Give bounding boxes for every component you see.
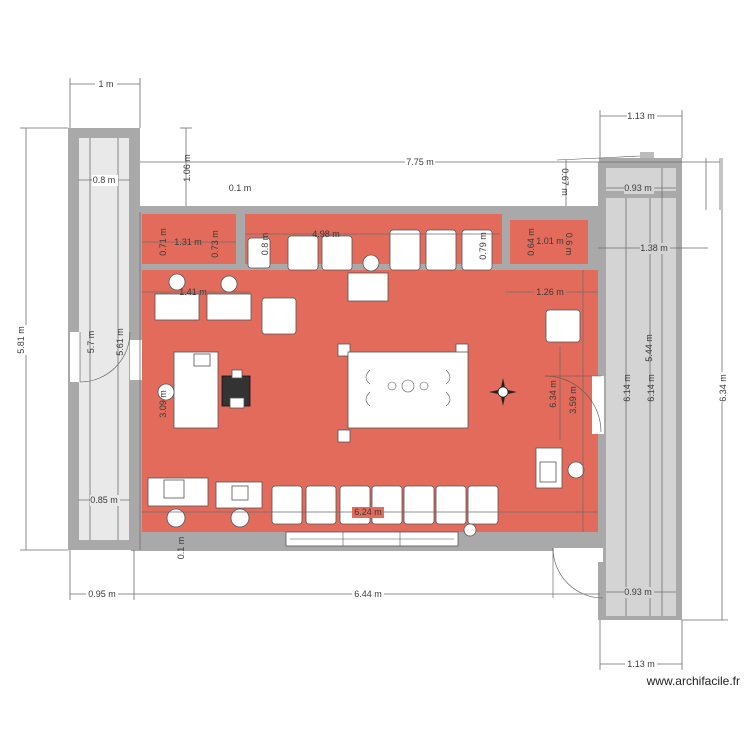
dim-right-inner-width: 0.93 m bbox=[624, 183, 652, 193]
dim-right-inner-height2: 6.14 m bbox=[646, 374, 656, 402]
dim-left-outer-height: 5.81 m bbox=[16, 326, 26, 354]
dim-bottom-left-width: 0.85 m bbox=[90, 495, 118, 505]
dim-right-room-height: 1.38 m bbox=[640, 243, 668, 253]
dim-right-outer-height: 6.34 m bbox=[718, 374, 728, 402]
dim-bottom-total: 6.44 m bbox=[354, 589, 382, 599]
dim-desk-height: 3.09 m bbox=[158, 390, 168, 418]
dim-top-left-width: 1 m bbox=[98, 79, 113, 89]
dim-small-room-width: 1.01 m bbox=[536, 236, 564, 246]
doors bbox=[70, 150, 654, 599]
dim-bottom-left-outer: 0.95 m bbox=[88, 589, 116, 599]
dim-small-room-height: 0.64 m bbox=[526, 228, 536, 256]
dim-closet1-height2: 0.73 m bbox=[210, 230, 220, 258]
dim-right-top-width: 1.13 m bbox=[627, 111, 655, 121]
dim-left-inner-height: 5.7 m bbox=[86, 331, 96, 354]
dim-right-small-height: 0.67 m bbox=[560, 168, 570, 196]
watermark-text: www.archifacile.fr bbox=[646, 674, 740, 688]
dim-closet1-width: 1.31 m bbox=[174, 237, 202, 247]
dim-left-inner-height2: 5.61 m bbox=[115, 328, 125, 356]
dim-closet1-height: 0.71 m bbox=[158, 228, 168, 256]
dim-right-desk-width: 1.26 m bbox=[536, 287, 564, 297]
dim-wall-thickness-bottom: 0.1 m bbox=[176, 537, 186, 560]
dim-small-room-height2: 0.6 m bbox=[564, 233, 574, 256]
dim-wall-height: 1.06 m bbox=[182, 154, 192, 182]
dim-row-height1: 0.8 m bbox=[260, 233, 270, 256]
dim-room-bottom-width: 6.24 m bbox=[354, 507, 382, 517]
dim-total-width: 7.75 m bbox=[406, 157, 434, 167]
dim-right-inner-height1: 6.14 m bbox=[622, 374, 632, 402]
dimension-labels: 1 m 7.75 m 1.06 m 0.8 m 0.1 m 1.13 m 0.6… bbox=[16, 79, 730, 670]
dim-right-inner-height3: 5.44 m bbox=[644, 334, 654, 362]
compass-rose bbox=[489, 378, 517, 406]
dim-inner-left-width: 0.8 m bbox=[93, 175, 116, 185]
dim-desk-area-width: 1.41 m bbox=[179, 287, 207, 297]
dim-row-height2: 0.79 m bbox=[478, 232, 488, 260]
furniture bbox=[147, 229, 585, 537]
dim-room-height-inner: 3.59 m bbox=[568, 386, 578, 414]
dim-bottom-right-width: 0.93 m bbox=[624, 587, 652, 597]
dim-row-width: 4.98 m bbox=[312, 229, 340, 239]
dim-wall-thickness-top: 0.1 m bbox=[229, 183, 252, 193]
dim-room-height: 6.34 m bbox=[548, 380, 558, 408]
dim-bottom-right-outer: 1.13 m bbox=[627, 659, 655, 669]
